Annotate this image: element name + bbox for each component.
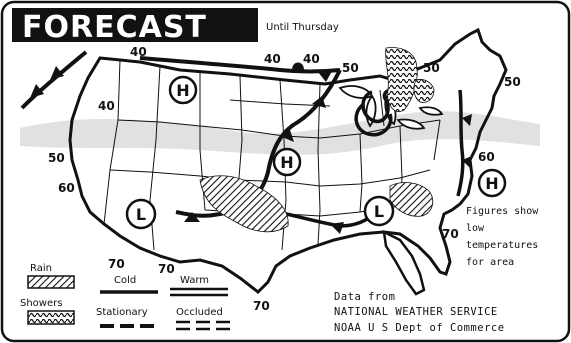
northern-stationary-front [139, 56, 341, 82]
title-banner [12, 8, 258, 42]
showers-area-great-lakes [385, 47, 418, 112]
legend-cold-label: Cold [114, 275, 136, 286]
svg-text:low: low [466, 223, 485, 234]
pressure-low-west: L [125, 198, 157, 230]
legend-showers-swatch [27, 310, 75, 325]
rain-area-plains [199, 175, 289, 233]
temp-label: 40 [98, 99, 115, 113]
east-coast-cold-front [456, 89, 472, 197]
svg-text:H: H [176, 81, 189, 100]
rain-area-southeast [389, 182, 434, 217]
legend-warm-label: Warm [180, 275, 209, 286]
data-credit: Data from NATIONAL WEATHER SERVICE NOAA … [334, 291, 505, 334]
page-title: FORECAST [22, 10, 207, 45]
legend: Rain Showers Cold Warm Stationary Occlud… [20, 263, 230, 331]
svg-text:NOAA U S Dept of Commerce: NOAA U S Dept of Commerce [334, 322, 505, 334]
svg-text:NATIONAL WEATHER SERVICE: NATIONAL WEATHER SERVICE [334, 306, 498, 318]
legend-rain-swatch [27, 275, 75, 289]
pressure-high-east: H [477, 168, 507, 198]
temp-label: 40 [264, 52, 281, 66]
temp-label: 60 [58, 181, 75, 195]
legend-stationary-label: Stationary [96, 307, 148, 318]
us-outline [68, 27, 508, 294]
svg-text:for area: for area [466, 257, 514, 268]
legend-showers-label: Showers [20, 298, 62, 309]
rain-areas [199, 175, 434, 233]
florida-outline [382, 229, 426, 296]
svg-text:temperatures: temperatures [466, 240, 538, 251]
temp-label: 40 [130, 45, 147, 59]
temp-label: 70 [442, 227, 459, 241]
svg-text:Figures show: Figures show [466, 206, 539, 217]
temperature-labels: 40 40 40 40 50 50 50 50 60 60 70 70 70 7… [48, 45, 521, 313]
svg-text:Data from: Data from [334, 291, 395, 303]
pressure-high-north: H [168, 75, 198, 105]
legend-rain-label: Rain [30, 263, 52, 274]
legend-occluded-line [176, 320, 230, 331]
temp-label: 50 [48, 151, 65, 165]
temp-label: 50 [504, 75, 521, 89]
temp-label: 70 [158, 262, 175, 276]
temp-label: 60 [478, 150, 495, 164]
pressure-low-south: L [363, 195, 395, 227]
pacific-cold-front [20, 50, 88, 110]
temp-label: 40 [303, 52, 320, 66]
pressure-high-central: H [272, 147, 302, 177]
temp-label: 50 [342, 61, 359, 75]
svg-text:H: H [280, 153, 293, 172]
temp-label: 70 [253, 299, 270, 313]
svg-text:L: L [374, 202, 384, 221]
legend-occluded-label: Occluded [176, 307, 223, 318]
shower-areas [385, 47, 435, 112]
temp-label: 70 [108, 257, 125, 271]
showers-area-northeast [413, 79, 435, 103]
temp-label: 50 [423, 61, 440, 75]
svg-text:L: L [136, 205, 146, 224]
page-subtitle: Until Thursday [266, 22, 339, 33]
svg-text:H: H [485, 174, 498, 193]
temperature-note: Figures show low temperatures for area [466, 206, 539, 268]
